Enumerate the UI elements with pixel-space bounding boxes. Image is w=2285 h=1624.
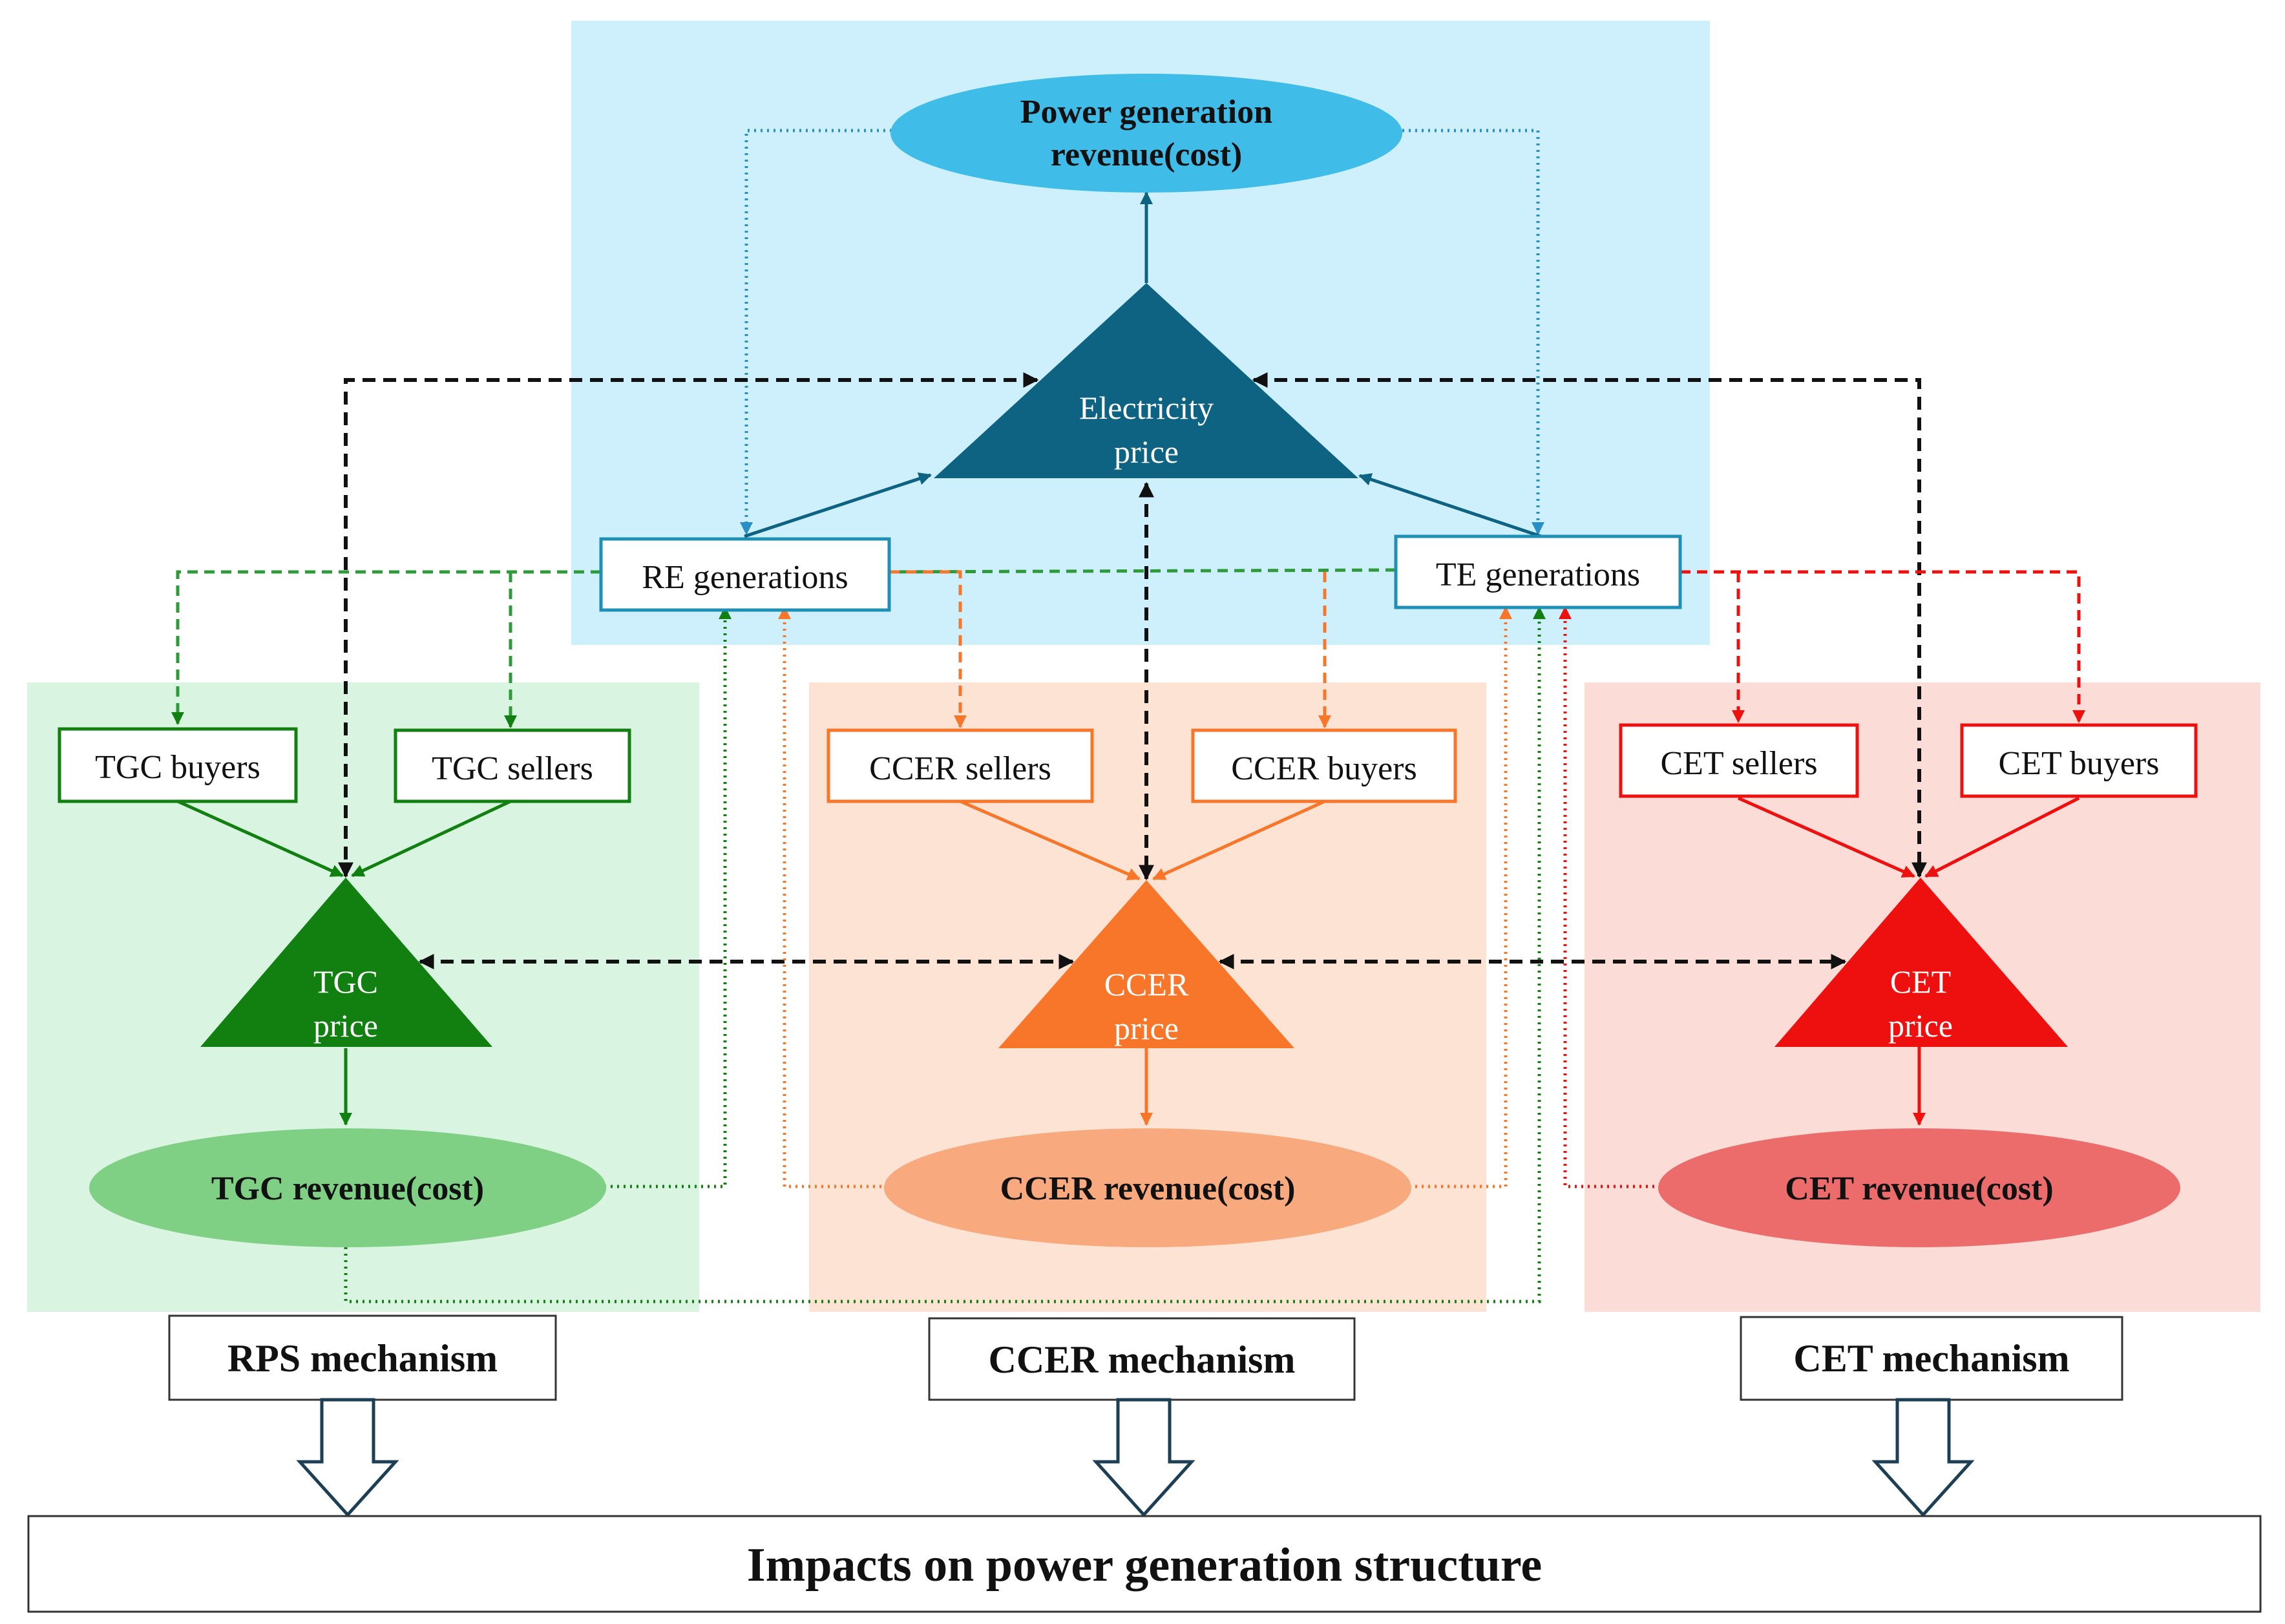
- rps-down-arrow: [296, 1398, 399, 1517]
- ccer-sellers-box: [827, 728, 1094, 803]
- tgc-price-label-1: TGC: [313, 964, 378, 1000]
- tgc-revenue-label: TGC revenue(cost): [211, 1170, 484, 1207]
- cet-buyers-label: CET buyers: [1999, 745, 2160, 782]
- cet-mechanism-label: CET mechanism: [1793, 1337, 2069, 1380]
- re-generations-box: [599, 537, 891, 612]
- electricity-price-label-2: price: [1114, 434, 1179, 470]
- power-to-te-connector: [1402, 129, 1544, 535]
- ccer-down-arrow: [1092, 1398, 1195, 1517]
- te-generations-label: TE generations: [1436, 556, 1640, 593]
- tgc-revenue-ellipse: [89, 1128, 606, 1247]
- ccer-mechanism-label: CCER mechanism: [989, 1338, 1296, 1381]
- re-generations-label: RE generations: [642, 559, 848, 596]
- ccer-buyers-label: CCER buyers: [1231, 750, 1416, 787]
- cet-revenue-ellipse: [1658, 1128, 2180, 1247]
- re-to-ccer-sellers-connector: [889, 570, 967, 728]
- ccer-buyers-to-price: [1152, 799, 1326, 881]
- rps-mechanism-label: RPS mechanism: [227, 1337, 498, 1380]
- cet-down-arrow: [1871, 1398, 1975, 1517]
- tgc-buyers-label: TGC buyers: [95, 749, 260, 786]
- tgc-sellers-label: TGC sellers: [432, 750, 593, 787]
- power-revenue-ellipse: [890, 74, 1402, 193]
- cet-price-label-2: price: [1888, 1007, 1953, 1044]
- electricity-price-triangle: [934, 283, 1358, 478]
- impacts-label: Impacts on power generation structure: [747, 1539, 1542, 1592]
- ccer-buyers-box: [1191, 728, 1457, 803]
- cet-sellers-label: CET sellers: [1660, 745, 1817, 782]
- tgc-price-triangle: [200, 878, 492, 1047]
- cet-price-label-1: CET: [1890, 964, 1951, 1000]
- impacts-box: [27, 1515, 2262, 1613]
- ccer-revenue-ellipse: [884, 1128, 1411, 1247]
- ccer-sellers-label: CCER sellers: [869, 750, 1051, 787]
- te-generations-box: [1394, 534, 1682, 609]
- ccer-price-label-1: CCER: [1104, 966, 1189, 1002]
- tgc-buyers-box: [58, 727, 298, 803]
- power-revenue-label-2: revenue(cost): [1051, 136, 1243, 173]
- tgc-revenue-to-re: [604, 606, 732, 1188]
- electricity-price-label-1: Electricity: [1079, 390, 1214, 426]
- electricity-cet-link: [1252, 372, 1927, 878]
- power-revenue-label-1: Power generation: [1020, 94, 1272, 131]
- cet-revenue-label: CET revenue(cost): [1785, 1170, 2053, 1207]
- ccer-mechanism-box: [928, 1317, 1356, 1401]
- ccer-price-triangle: [998, 880, 1294, 1048]
- ccer-price-label-2: price: [1114, 1010, 1179, 1046]
- cet-mechanism-box: [1740, 1316, 2123, 1401]
- ccer-revenue-to-re: [778, 606, 888, 1188]
- re-to-tgc-buyers-connector: [171, 570, 601, 725]
- ccer-revenue-to-te: [1409, 606, 1512, 1188]
- tgc-buyers-to-price: [176, 799, 344, 878]
- cet-sellers-box: [1619, 723, 1859, 798]
- electricity-tgc-link: [338, 372, 1039, 878]
- ccer-sellers-to-price: [960, 799, 1141, 881]
- tgc-sellers-to-price: [351, 799, 512, 878]
- cet-sellers-to-price: [1737, 796, 1915, 878]
- cet-price-triangle: [1774, 878, 2068, 1047]
- te-green-dashed-connector: [889, 568, 1396, 574]
- ccer-revenue-label: CCER revenue(cost): [1000, 1170, 1296, 1207]
- cet-buyers-to-price: [1924, 796, 2080, 878]
- cet-buyers-box: [1960, 723, 2198, 798]
- tgc-price-label-2: price: [313, 1007, 378, 1044]
- tgc-sellers-box: [394, 728, 631, 803]
